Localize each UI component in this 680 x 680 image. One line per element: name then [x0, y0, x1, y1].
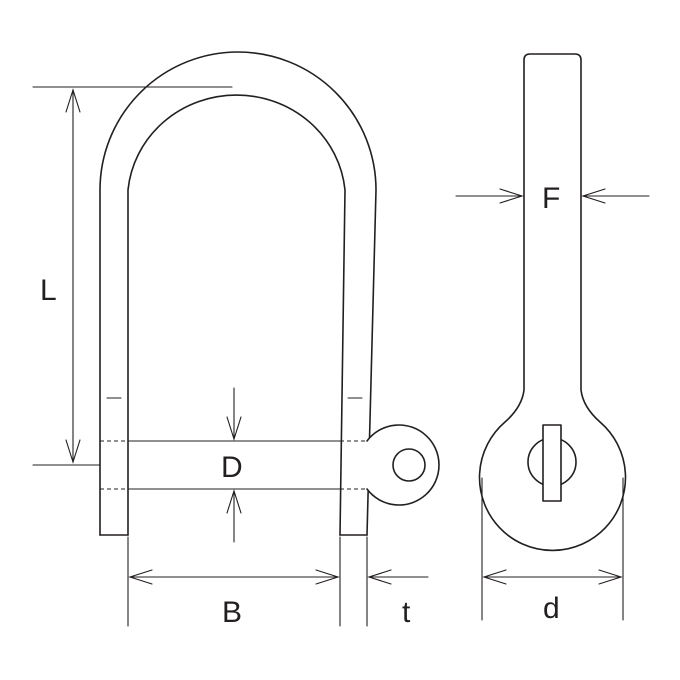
shackle-side-view — [478, 53, 627, 552]
pin-head-bar — [542, 424, 562, 502]
B-arrow-left — [128, 569, 153, 585]
D-arrow-top — [226, 416, 242, 441]
label-t: t — [402, 596, 411, 629]
label-B: B — [222, 596, 242, 629]
dimension-L: L — [32, 86, 233, 466]
dimension-B: B — [127, 536, 341, 629]
shackle-front-view — [99, 51, 440, 536]
label-L: L — [40, 274, 57, 307]
side-view-outline — [478, 53, 627, 552]
dimension-D: D — [221, 387, 243, 543]
L-arrow-bottom — [65, 439, 81, 464]
shackle-inner-outline — [127, 94, 346, 536]
pin-eye-outer — [366, 424, 440, 506]
F-arrow-right — [581, 188, 606, 204]
d-arrow-left — [482, 569, 507, 585]
shackle-outer-outline — [99, 51, 377, 536]
t-arrow — [367, 569, 392, 585]
dimension-F: F — [455, 182, 650, 215]
d-arrow-right — [598, 569, 623, 585]
D-arrow-bottom — [226, 489, 242, 514]
F-arrow-left — [499, 188, 524, 204]
pin-eye-hole — [392, 448, 426, 482]
label-F: F — [542, 182, 560, 215]
L-arrow-top — [65, 88, 81, 113]
label-d: d — [543, 592, 560, 625]
dimension-d: d — [481, 477, 624, 625]
label-D: D — [221, 451, 243, 484]
B-arrow-right — [315, 569, 340, 585]
dimension-t: t — [366, 536, 429, 629]
